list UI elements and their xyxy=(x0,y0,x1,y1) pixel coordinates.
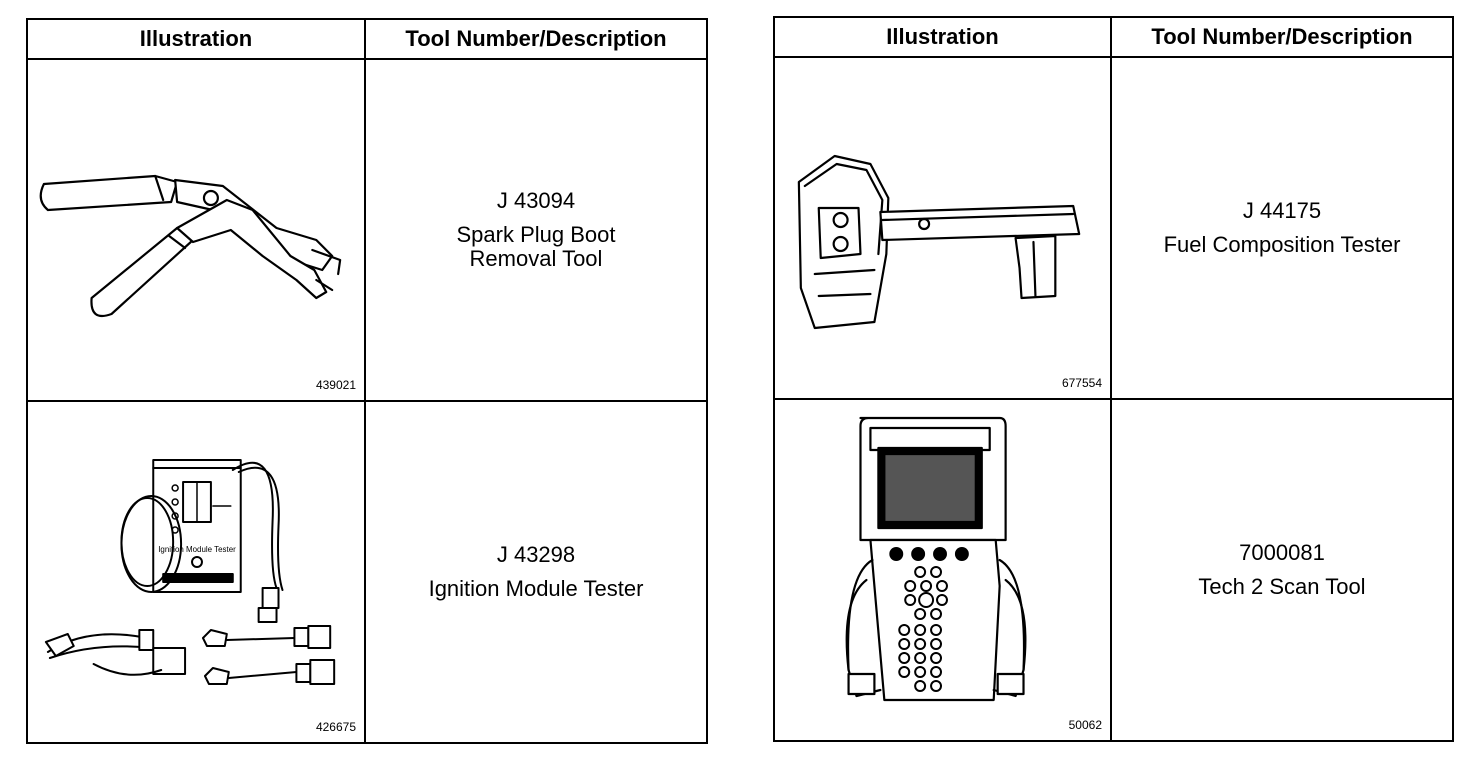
illustration-cell: 50062 xyxy=(773,398,1112,742)
illustration-header: Illustration xyxy=(773,16,1112,58)
figure-number: 677554 xyxy=(1061,376,1102,390)
special-tools-table-left: Illustration Tool Number/Description xyxy=(26,18,708,744)
figure-number: 439021 xyxy=(315,378,356,392)
module-tester-label: Ignition Module Tester xyxy=(158,545,236,554)
figure-number: 50062 xyxy=(1068,718,1102,732)
tool-number: J 44175 xyxy=(1242,198,1322,223)
tool-description: Fuel Composition Tester xyxy=(1163,232,1401,257)
illustration-cell: 439021 xyxy=(26,58,366,402)
tool-description: Tech 2 Scan Tool xyxy=(1198,574,1366,599)
tool-description-cell: J 43094 Spark Plug Boot Removal Tool xyxy=(364,58,708,402)
tech-2-scan-tool-illustration xyxy=(845,416,1027,702)
illustration-header: Illustration xyxy=(26,18,366,60)
tool-description-cell: 7000081 Tech 2 Scan Tool xyxy=(1110,398,1454,742)
table-row: 50062 7000081 Tech 2 Scan Tool xyxy=(773,398,1454,742)
table-row: 677554 J 44175 Fuel Composition Tester xyxy=(773,56,1454,400)
fuel-composition-tester-illustration xyxy=(797,154,1081,330)
table-row: Ignition Module Tester xyxy=(26,400,708,744)
illustration-cell: Ignition Module Tester xyxy=(26,400,366,744)
table-row: 439021 J 43094 Spark Plug Boot Removal T… xyxy=(26,58,708,402)
ignition-module-tester-illustration: Ignition Module Tester xyxy=(44,459,336,685)
special-tools-table-right: Illustration Tool Number/Description xyxy=(773,16,1454,742)
tool-header: Tool Number/Description xyxy=(1110,16,1454,58)
tool-description: Spark Plug Boot Removal Tool xyxy=(456,222,616,271)
figure-number: 426675 xyxy=(315,720,356,734)
tool-number: J 43094 xyxy=(496,188,576,213)
table-header-row: Illustration Tool Number/Description xyxy=(773,16,1454,58)
tool-description-cell: J 44175 Fuel Composition Tester xyxy=(1110,56,1454,400)
tool-header: Tool Number/Description xyxy=(364,18,708,60)
tool-number: 7000081 xyxy=(1239,540,1325,565)
illustration-cell: 677554 xyxy=(773,56,1112,400)
table-header-row: Illustration Tool Number/Description xyxy=(26,18,708,60)
tool-number: J 43298 xyxy=(496,542,576,567)
spark-plug-boot-tool-illustration xyxy=(39,174,342,318)
tool-description: Ignition Module Tester xyxy=(428,576,644,601)
tool-description-cell: J 43298 Ignition Module Tester xyxy=(364,400,708,744)
